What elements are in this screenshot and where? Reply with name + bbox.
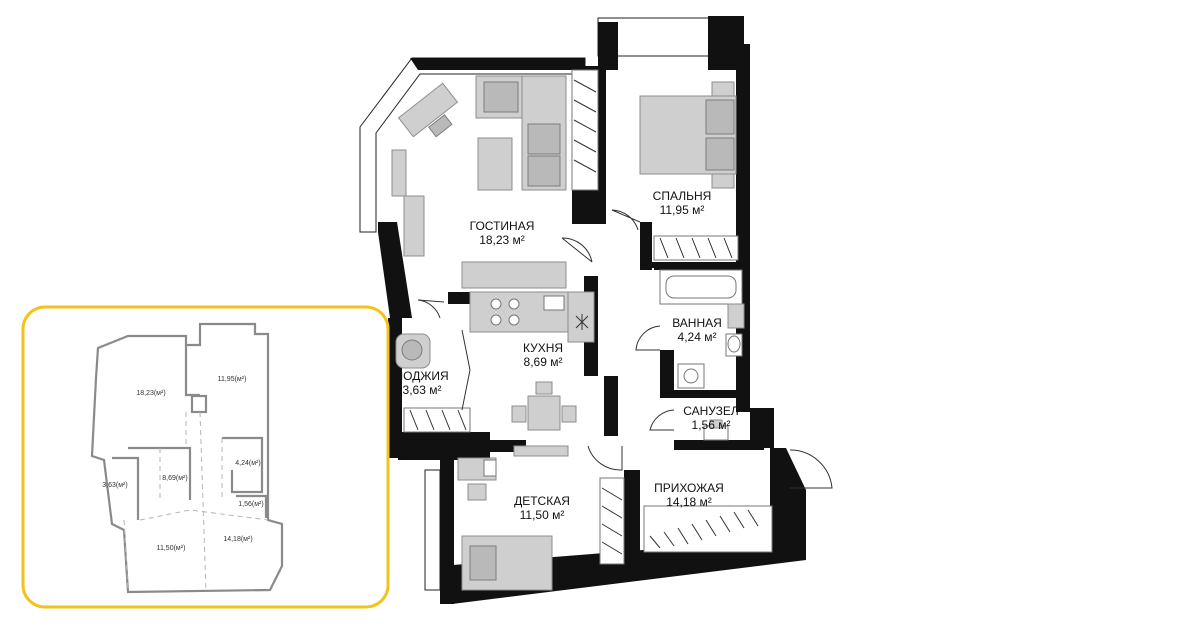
room-area-spalnya: 11,95 м² bbox=[660, 203, 705, 217]
minimap-inset: 18,23(м²) 11,95(м²) 4,24(м²) 8,69(м²) 3,… bbox=[21, 305, 390, 609]
coffee-table bbox=[477, 137, 513, 191]
door-living bbox=[561, 237, 593, 263]
main-plan: ГОСТИНАЯ 18,23 м² СПАЛЬНЯ 11,95 м² ВАННА… bbox=[359, 16, 833, 604]
wardrobe-loggia bbox=[403, 407, 471, 433]
minimap-label-kuhnya: 8,69(м²) bbox=[162, 475, 187, 482]
room-name-detskaya: ДЕТСКАЯ bbox=[514, 494, 570, 508]
kids-window bbox=[424, 469, 441, 591]
dining-table bbox=[511, 381, 577, 431]
door-sanuzel bbox=[649, 409, 675, 431]
door-bathroom bbox=[635, 325, 661, 351]
tv-stand bbox=[461, 261, 567, 289]
kids-shelf bbox=[513, 445, 569, 457]
room-area-vannaya: 4,24 м² bbox=[678, 330, 717, 344]
minimap-plan bbox=[90, 322, 284, 594]
wardrobe-living bbox=[571, 69, 599, 191]
minimap-frame bbox=[21, 305, 390, 609]
sanuzel-fixtures bbox=[703, 419, 729, 441]
bathtub bbox=[659, 269, 743, 305]
wall-bedroom-top-left bbox=[598, 22, 618, 70]
room-area-kuhnya: 8,69 м² bbox=[524, 355, 563, 369]
minimap-label-prihozhaya: 14,18(м²) bbox=[223, 536, 252, 543]
room-name-lodzhiya: ЛОДЖИЯ bbox=[395, 369, 448, 383]
wall-bath-bottom bbox=[660, 390, 750, 398]
door-kids bbox=[587, 445, 623, 471]
bath-toilet bbox=[725, 333, 743, 357]
minimap-label-detskaya: 11,50(м²) bbox=[157, 545, 186, 552]
wardrobe-bedroom bbox=[653, 235, 739, 261]
desk-living bbox=[397, 82, 459, 138]
wardrobe-hall bbox=[643, 505, 773, 553]
door-bedroom bbox=[611, 209, 641, 231]
wall-bedroom-bottom-line bbox=[652, 262, 742, 268]
wall-bath-left bbox=[660, 350, 674, 396]
wall-kids-top bbox=[430, 440, 526, 452]
room-area-gostinaya: 18,23 м² bbox=[479, 233, 525, 247]
room-area-lodzhiya: 3,63 м² bbox=[403, 383, 442, 397]
wall-kitchen-right-low bbox=[604, 376, 618, 436]
minimap-label-vannaya: 4,24(м²) bbox=[235, 460, 260, 467]
room-name-prihozhaya: ПРИХОЖАЯ bbox=[654, 481, 724, 495]
room-area-detskaya: 11,50 м² bbox=[520, 508, 565, 522]
room-area-prihozhaya: 14,18 м² bbox=[666, 495, 712, 509]
bath-sink bbox=[727, 303, 745, 329]
desk-kids bbox=[457, 457, 497, 501]
door-entrance bbox=[789, 449, 833, 489]
door-kitchen-loggia bbox=[461, 329, 471, 411]
door-loggia bbox=[417, 299, 445, 319]
wall-kids-right bbox=[624, 470, 640, 562]
wall-sanuzel-bottom bbox=[674, 440, 764, 450]
bed-bedroom bbox=[639, 81, 737, 189]
wall-top-left bbox=[410, 58, 585, 70]
room-name-kuhnya: КУХНЯ bbox=[523, 341, 563, 355]
minimap-label-spalnya: 11,95(м²) bbox=[218, 376, 247, 383]
wall-bedroom-bottom bbox=[640, 222, 652, 270]
kitchen-counter bbox=[469, 291, 595, 343]
room-name-vannaya: ВАННАЯ bbox=[672, 316, 722, 330]
room-name-spalnya: СПАЛЬНЯ bbox=[653, 189, 712, 203]
wall-living-left bbox=[378, 222, 412, 318]
bed-kids bbox=[461, 535, 553, 591]
room-area-sanuzel: 1,56 м² bbox=[692, 418, 731, 432]
room-name-sanuzel: САНУЗЕЛ bbox=[683, 404, 739, 418]
wall-prihozhaya-right bbox=[770, 448, 806, 545]
shelf-living bbox=[391, 149, 425, 257]
armchair-loggia bbox=[395, 333, 431, 369]
wall-kids-left bbox=[440, 458, 454, 604]
minimap-label-lodzhiya: 3,63(м²) bbox=[102, 482, 127, 489]
minimap-label-sanuzel: 1,56(м²) bbox=[238, 501, 263, 508]
wall-right bbox=[736, 44, 750, 412]
wardrobe-kids bbox=[599, 477, 625, 565]
washing-machine bbox=[677, 363, 705, 389]
minimap-label-gostinaya: 18,23(м²) bbox=[136, 390, 165, 397]
room-name-gostinaya: ГОСТИНАЯ bbox=[470, 219, 535, 233]
sofa-living bbox=[475, 75, 567, 191]
